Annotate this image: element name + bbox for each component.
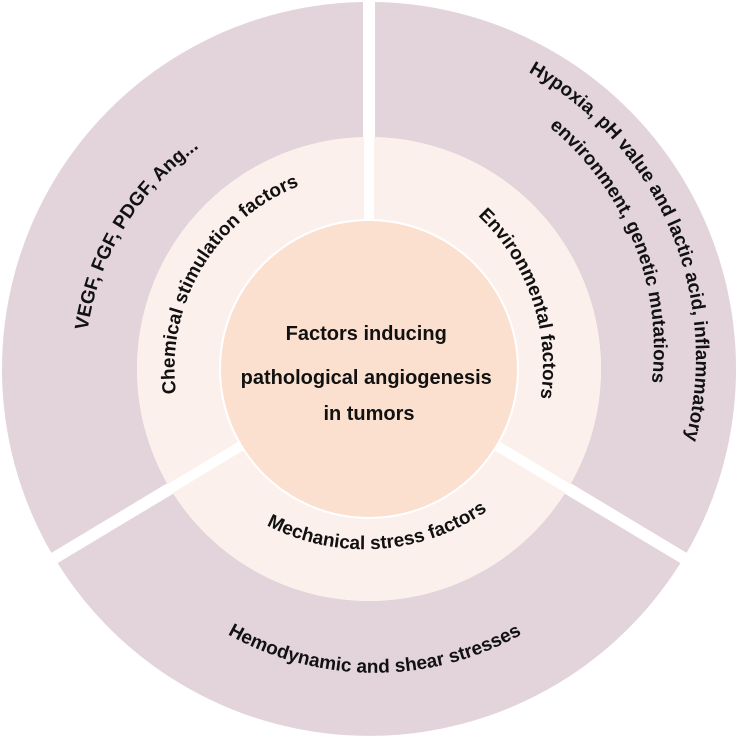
center-title: Factors inducing pathological angiogenes… bbox=[241, 323, 498, 425]
inner-sector-mechanical bbox=[172, 450, 566, 601]
inner-sector-environmental bbox=[374, 137, 601, 485]
center-title-line-3: in tumors bbox=[323, 403, 414, 425]
outer-sector-chemical bbox=[1, 2, 364, 553]
inner-sector-chemical bbox=[137, 137, 364, 485]
outer-sector-mechanical bbox=[57, 493, 681, 736]
center-title-line-1: Factors inducing bbox=[286, 323, 447, 345]
center-disc bbox=[221, 221, 517, 517]
outer-sector-environmental bbox=[375, 2, 737, 553]
center-title-line-2: pathological angiogenesis bbox=[241, 367, 492, 389]
